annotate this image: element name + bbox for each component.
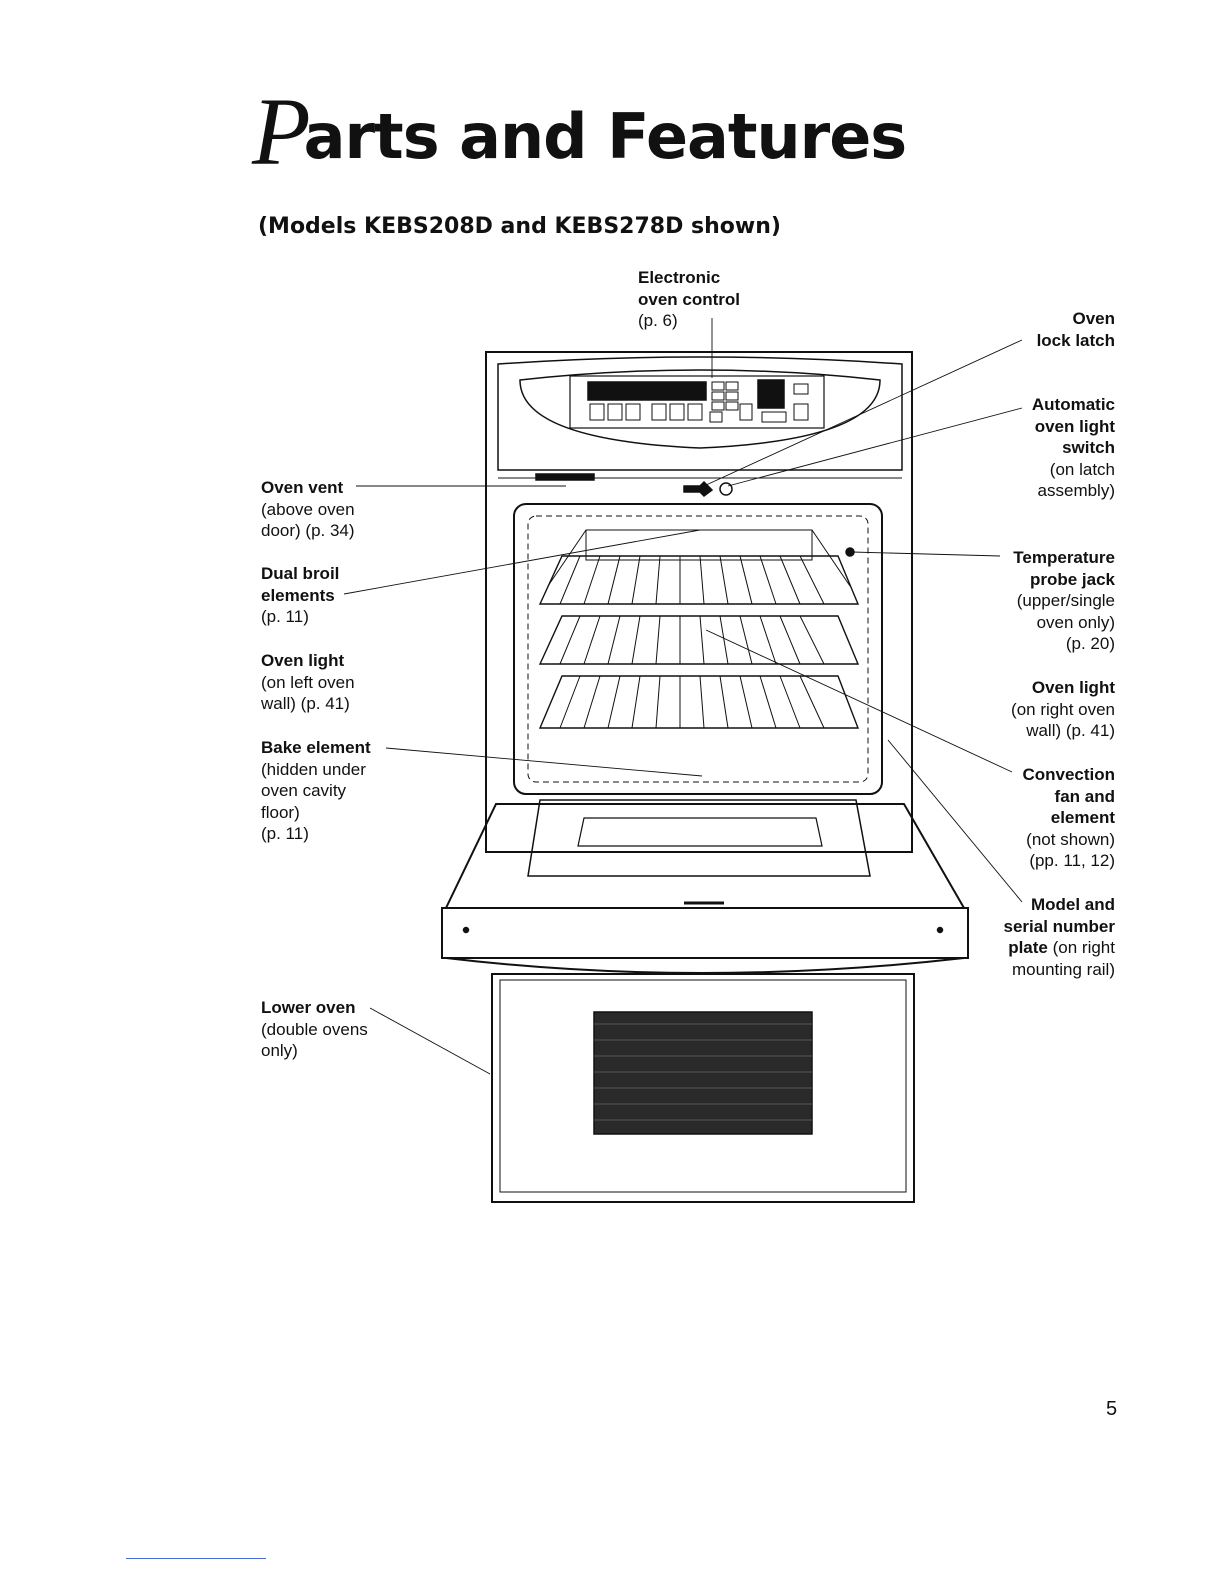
oven-door-window [527,799,871,877]
keypad [589,381,809,423]
page-title: Parts and Features [252,78,908,180]
label-oven-vent: Oven vent (above oven door) (p. 34) [261,478,355,540]
oven-cavity [513,503,883,795]
label-oven-lock-latch: Oven lock latch [1036,309,1115,350]
title-text: arts and Features [303,100,908,173]
lower-oven [491,973,915,1203]
models-subtitle: (Models KEBS208D and KEBS278D shown) [258,214,781,239]
oven-cabinet [485,351,913,853]
light-switch-shape [719,482,733,496]
label-oven-light-right: Oven light (on right oven wall) (p. 41) [1011,678,1115,740]
label-model-serial-plate: Model and serial number plate (on right … [1003,895,1116,979]
label-oven-light-left: Oven light (on left oven wall) (p. 41) [261,651,355,713]
footer-rule [126,1558,266,1559]
leader-lines [343,318,1023,1075]
control-display-frame [569,375,825,429]
label-temperature-probe-jack: Temperature probe jack (upper/single ove… [1013,548,1115,653]
oven-racks [538,555,860,729]
display-window [587,381,707,401]
title-initial: P [252,78,311,185]
control-panel [497,356,903,471]
label-automatic-oven-light-switch: Automatic oven light switch (on latch as… [1031,395,1115,500]
page-number: 5 [1106,1398,1118,1420]
label-convection-fan: Convection fan and element (not shown) (… [1022,765,1115,870]
display-window-small [757,379,785,409]
label-lower-oven: Lower oven (double ovens only) [261,998,368,1060]
door-handle-rail [441,907,969,959]
oven-cavity-inner [527,515,869,783]
oven-vent-slot [535,473,595,481]
label-bake-element: Bake element (hidden under oven cavity f… [261,738,371,843]
label-dual-broil-elements: Dual broil elements (p. 11) [261,564,340,626]
oven-door-open [444,803,966,909]
label-electronic-oven-control: Electronic oven control (p. 6) [638,268,741,330]
lower-oven-window [593,1011,813,1135]
